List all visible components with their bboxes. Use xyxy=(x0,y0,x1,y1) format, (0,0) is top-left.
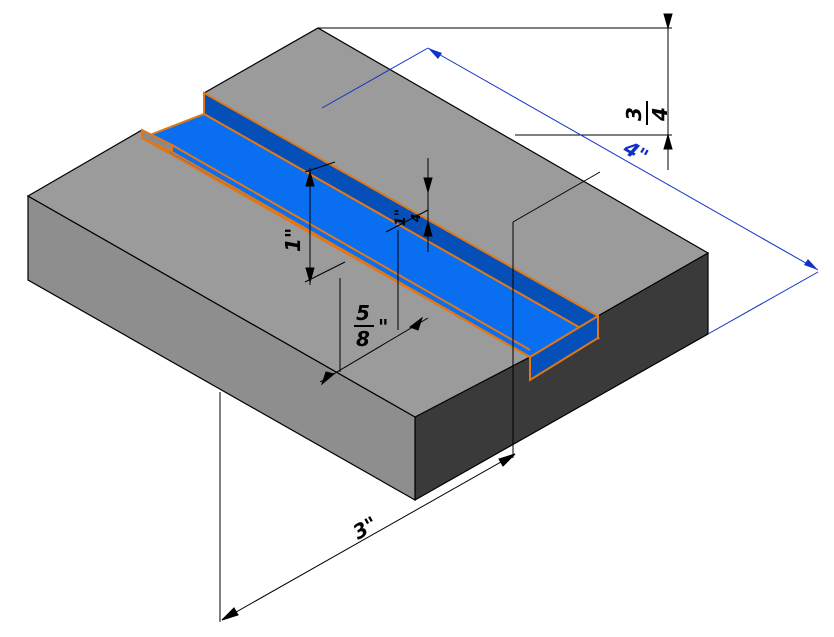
dim-wall-arrow-bottom xyxy=(423,220,433,237)
dim-offset-arrow-a xyxy=(320,371,336,386)
dim-length-arrow-a xyxy=(428,48,442,59)
dim-offset-line xyxy=(319,317,429,383)
dim-length-ext2 xyxy=(707,271,819,335)
dim-wall-ext xyxy=(385,209,429,233)
dim-offset-arrow-b xyxy=(408,316,423,331)
dim-height-den: 4 xyxy=(648,107,672,122)
dim-offset-num: 5 xyxy=(356,301,370,325)
dim-height-num: 3 xyxy=(622,107,646,121)
dim-height-arrow-bottom xyxy=(663,133,673,150)
dim-wall-arrow-top xyxy=(423,177,433,194)
channel-end-profile xyxy=(529,314,599,382)
dim-length-arrow-b xyxy=(804,259,818,270)
dim-width-ext-c xyxy=(512,171,601,223)
dim-offset-label: 5 8 " xyxy=(354,301,388,351)
dim-width-arrow-b xyxy=(498,453,516,467)
dim-width-arrow-a xyxy=(221,607,239,621)
dim-wall-label: 1" xyxy=(393,209,409,226)
dim-height-label: 3 4 xyxy=(622,101,672,125)
block-body xyxy=(26,27,710,502)
dim-wall-sub: 4 xyxy=(409,214,423,223)
dim-length-label: 4" xyxy=(619,135,653,168)
dim-width-label: 3" xyxy=(349,511,382,544)
dim-offset-unit: " xyxy=(378,315,388,339)
dim-depth-ext-bottom xyxy=(304,261,346,283)
channel-rear-lip xyxy=(171,144,531,351)
dim-length-ext xyxy=(321,47,429,109)
dim-offset-den: 8 xyxy=(356,327,370,351)
dim-depth-label: 1" xyxy=(281,228,305,252)
dim-width-line xyxy=(221,453,516,621)
dim-height-arrow-top xyxy=(663,13,673,30)
dim-length-line xyxy=(427,47,819,271)
dimensions xyxy=(219,13,819,622)
dim-depth-arrow-bottom xyxy=(305,267,315,284)
dim-depth-arrow-top xyxy=(305,170,315,187)
